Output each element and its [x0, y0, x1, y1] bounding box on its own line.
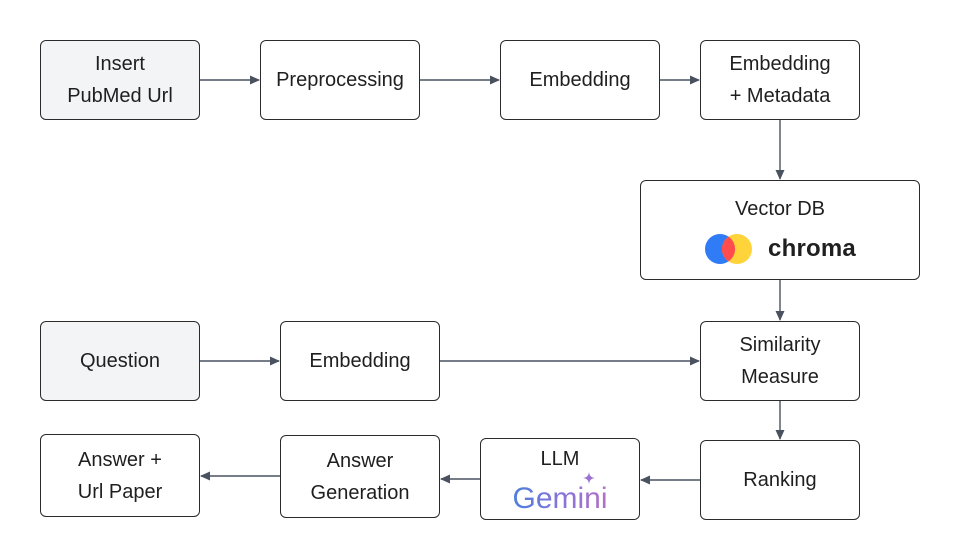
ranking-label: Ranking: [743, 469, 817, 491]
preprocessing-label: Preprocessing: [276, 69, 404, 91]
vector-db-node: Vector DB chroma: [640, 180, 920, 280]
question-node: Question: [40, 321, 200, 401]
answer-generation-label: Answer Generation: [310, 449, 410, 504]
ranking-node: Ranking: [700, 440, 860, 520]
similarity-measure-node: Similarity Measure: [700, 321, 860, 401]
insert-pubmed-url-node: Insert PubMed Url: [40, 40, 200, 120]
embedding-top-label: Embedding: [529, 69, 631, 91]
chroma-logo: chroma: [704, 232, 856, 266]
similarity-measure-label: Similarity Measure: [739, 334, 821, 388]
question-label: Question: [79, 350, 161, 372]
preprocessing-node: Preprocessing: [260, 40, 420, 120]
llm-label: LLM: [540, 448, 580, 470]
chroma-logo-text: chroma: [768, 235, 856, 262]
gemini-sparkle-icon: [583, 472, 595, 484]
answer-url-paper-node: Answer + Url Paper: [40, 434, 200, 517]
insert-pubmed-url-label: Insert PubMed Url: [67, 53, 173, 107]
vector-db-label: Vector DB: [734, 198, 826, 220]
embedding-bottom-label: Embedding: [309, 350, 411, 372]
embedding-metadata-label: Embedding + Metadata: [729, 53, 831, 107]
embedding-node-top: Embedding: [500, 40, 660, 120]
llm-node: LLM Gemini: [480, 438, 640, 520]
answer-generation-node: Answer Generation: [280, 435, 440, 518]
answer-url-paper-label: Answer + Url Paper: [77, 448, 163, 503]
embedding-metadata-node: Embedding + Metadata: [700, 40, 860, 120]
gemini-logo: Gemini: [512, 472, 608, 514]
embedding-node-bottom: Embedding: [280, 321, 440, 401]
chroma-circles-icon: [705, 234, 753, 264]
gemini-logo-text: Gemini: [512, 482, 607, 514]
